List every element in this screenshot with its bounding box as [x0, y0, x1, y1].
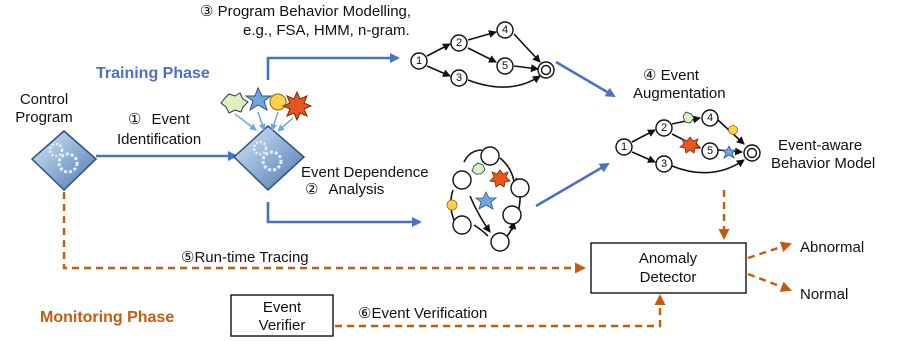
svg-text:4: 4 [502, 24, 508, 36]
control-program-label-2: Program [15, 109, 73, 126]
anomaly-detector-box [590, 242, 747, 294]
arrow-modelling-to-augmentation [555, 60, 616, 98]
svg-text:2: 2 [661, 122, 667, 134]
event-verifier-label-2: Verifier [259, 317, 306, 334]
event-verifier-label-1: Event [263, 299, 302, 316]
event-aware-model-graph: 1 2 3 4 5 [615, 109, 761, 174]
arrow-to-normal [747, 272, 792, 292]
svg-text:1: 1 [416, 55, 422, 67]
step4-label-1: ④ Event [643, 67, 700, 84]
step3-label-2: e.g., FSA, HMM, n-gram. [243, 22, 410, 39]
behavior-model-graph: 1 2 3 4 5 [410, 21, 555, 88]
event-aware-model-label-1: Event-aware [778, 137, 862, 154]
annotated-program-icon [232, 124, 306, 192]
step5-label: ⑤Run-time Tracing [181, 249, 309, 266]
control-program-label-1: Control [20, 91, 68, 108]
svg-text:4: 4 [707, 112, 713, 124]
svg-text:1: 1 [621, 141, 627, 153]
svg-text:3: 3 [456, 72, 462, 84]
arrow-dependence-to-augmentation [535, 162, 610, 208]
monitoring-phase-label: Monitoring Phase [40, 309, 174, 326]
event-icons [220, 86, 313, 132]
step2-label-1: Event Dependence [301, 164, 429, 181]
step1-label-2: Identification [117, 131, 201, 148]
event-verifier-box [230, 294, 334, 337]
svg-text:3: 3 [661, 158, 667, 170]
event-dependence-graph [446, 146, 530, 252]
svg-text:5: 5 [707, 145, 713, 157]
arrow-event-verification [335, 294, 666, 328]
svg-text:5: 5 [502, 60, 508, 72]
event-aware-model-label-2: Behavior Model [771, 155, 875, 172]
output-abnormal: Abnormal [800, 239, 864, 256]
step3-label-1: ③ Program Behavior Modelling, [200, 3, 411, 20]
anomaly-detector-label-2: Detector [640, 269, 697, 286]
arrow-to-abnormal [747, 241, 792, 260]
control-program-icon [30, 130, 98, 192]
training-phase-label: Training Phase [96, 65, 210, 82]
arrow-to-dependence [266, 202, 422, 227]
output-normal: Normal [800, 286, 848, 303]
arrow-to-modelling [266, 53, 400, 80]
step4-label-2: Augmentation [633, 85, 726, 102]
anomaly-detector-label-1: Anomaly [639, 250, 698, 267]
svg-text:2: 2 [456, 37, 462, 49]
arrow-runtime-tracing [62, 192, 586, 274]
step6-label: ⑥Event Verification [358, 305, 487, 322]
